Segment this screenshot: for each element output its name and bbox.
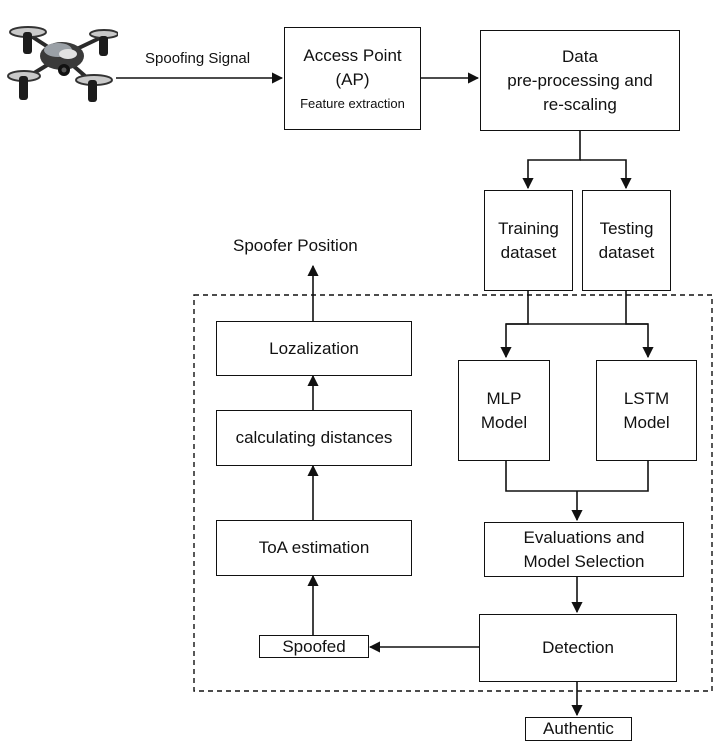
- distances-box: calculating distances: [216, 410, 412, 466]
- detection-box: Detection: [479, 614, 677, 682]
- access-point-title: Access Point: [303, 46, 402, 65]
- training-line2: dataset: [500, 242, 557, 262]
- preprocessing-line3: re-scaling: [543, 94, 617, 114]
- testing-dataset-box: Testing dataset: [582, 190, 671, 291]
- processing-boundary: [193, 294, 713, 692]
- training-line1: Training: [498, 218, 559, 238]
- evaluation-box: Evaluations and Model Selection: [484, 522, 684, 577]
- preprocessing-line1: Data: [562, 46, 598, 66]
- authentic-label: Authentic: [543, 719, 614, 738]
- access-point-abbrev: (AP): [335, 70, 370, 89]
- toa-estimation-box: ToA estimation: [216, 520, 412, 576]
- access-point-subtitle: Feature extraction: [300, 96, 405, 111]
- spoofed-label: Spoofed: [282, 636, 346, 656]
- testing-line1: Testing: [599, 218, 654, 238]
- training-dataset-box: Training dataset: [484, 190, 573, 291]
- preprocessing-line2: pre-processing and: [507, 70, 653, 90]
- preprocessing-box: Data pre-processing and re-scaling: [480, 30, 680, 131]
- localization-label: Lozalization: [269, 338, 359, 358]
- lstm-line1: LSTM: [623, 388, 670, 408]
- mlp-line1: MLP: [486, 388, 522, 408]
- lstm-line2: Model: [623, 412, 670, 432]
- toa-label: ToA estimation: [258, 538, 370, 557]
- access-point-box: Access Point (AP) Feature extraction: [284, 27, 421, 130]
- models-join-line: [505, 461, 649, 492]
- spoofing-signal-label: Spoofing Signal: [145, 50, 251, 67]
- mlp-model-box: MLP Model: [458, 360, 550, 461]
- distances-label: calculating distances: [235, 428, 393, 447]
- evaluation-line2: Model Selection: [523, 551, 645, 571]
- evaluation-line1: Evaluations and: [523, 527, 645, 547]
- arrow-to-training: [522, 131, 581, 190]
- drone-icon: [7, 26, 118, 102]
- lstm-model-box: LSTM Model: [596, 360, 697, 461]
- spoofed-box: Spoofed: [259, 635, 369, 658]
- testing-line2: dataset: [598, 242, 655, 262]
- mlp-line2: Model: [480, 412, 528, 432]
- detection-label: Detection: [542, 638, 614, 657]
- spoofer-position-label: Spoofer Position: [233, 236, 358, 255]
- authentic-box: Authentic: [525, 717, 632, 741]
- arrow-to-testing: [580, 159, 632, 190]
- localization-box: Lozalization: [216, 321, 412, 376]
